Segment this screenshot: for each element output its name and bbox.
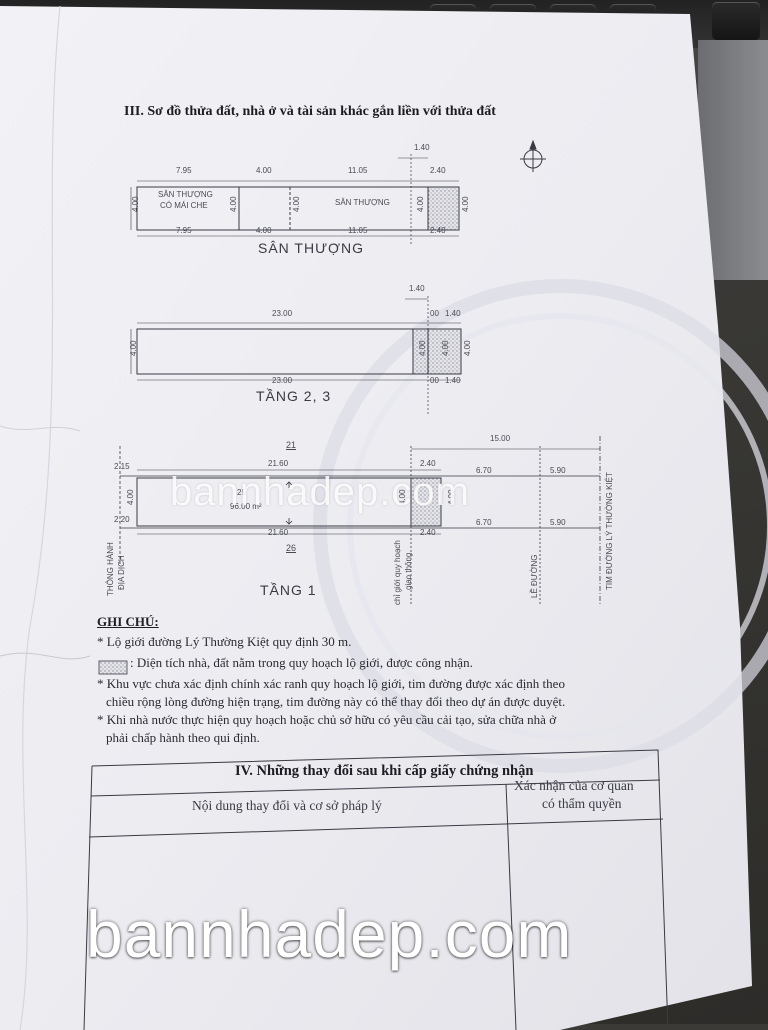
dim-label: 1.40 (445, 309, 461, 318)
floor-title-tang1: TẦNG 1 (260, 582, 317, 598)
dim-label: 4.00 (129, 340, 138, 356)
note-line: * Khi nhà nước thực hiện quy hoạch hoặc … (97, 712, 557, 727)
dim-label: 4.00 (416, 196, 425, 212)
dim-label: 7.95 (176, 166, 192, 175)
watermark-big: bannhadep.com (86, 897, 573, 971)
dim-label: 4.00 (292, 196, 301, 212)
room-label: SÂN THƯỢNG (335, 198, 390, 207)
dim-label: 4.00 (256, 226, 272, 235)
dim-label: 21.60 (268, 459, 289, 468)
room-label: CÓ MÁI CHE (160, 201, 208, 210)
page-drawing (0, 6, 768, 1030)
dim-label: 4.00 (441, 340, 450, 356)
legend-hatch-swatch (98, 660, 128, 675)
dim-label: 2.40 (430, 226, 446, 235)
dim-label: 00 (430, 309, 439, 318)
plot-number: 25 (237, 488, 246, 497)
paper-sheet (0, 6, 752, 1030)
note-line: : Diện tích nhà, đất nằm trong quy hoạch… (130, 655, 473, 670)
dim-label: 1.40 (445, 376, 461, 385)
road-label: chỉ giới quy hoạch (393, 540, 402, 605)
dim-label: 4.00 (131, 196, 140, 212)
dim-label: 1.40 (414, 143, 430, 152)
dim-label: 11.05 (348, 166, 368, 175)
dim-label: 23.00 (272, 376, 293, 385)
road-label: giao thông (404, 552, 413, 590)
tang1-plan (119, 436, 601, 606)
floor-title-tang23: TẦNG 2, 3 (256, 388, 332, 404)
section3-title: III. Sơ đồ thửa đất, nhà ở và tài sản kh… (124, 104, 496, 119)
note-line: phải chấp hành theo qui định. (106, 730, 260, 745)
north-arrow-icon (520, 139, 546, 172)
dim-label: 2.15 (114, 462, 130, 471)
road-label: THÔNG HÀNH (106, 542, 115, 596)
road-label: LỀ ĐƯỜNG (530, 554, 539, 598)
dim-label: 6.70 (476, 518, 492, 527)
road-label: TIM ĐƯỜNG LÝ THƯỜNG KIỆT (605, 472, 614, 590)
watermark-mid: bannhadep.com (170, 470, 470, 514)
floor-title-san-thuong: SÂN THƯỢNG (258, 240, 365, 256)
dim-label: 4.00 (418, 340, 427, 356)
dim-label: 2.40 (430, 166, 446, 175)
dim-label: 21.60 (268, 528, 289, 537)
dim-label: 4.00 (463, 340, 472, 356)
dim-label: 6.70 (476, 466, 492, 475)
dim-label: 4.00 (256, 166, 272, 175)
dim-label: 00 (430, 376, 439, 385)
room-label: SÂN THƯỢNG (158, 190, 213, 199)
note-line: chiều rộng lòng đường hiện trạng, tim đư… (106, 694, 566, 709)
dim-label: 23.00 (272, 309, 293, 318)
plot-number-bottom: 26 (286, 543, 297, 553)
certificate-page (0, 6, 768, 1030)
dim-label: 11.05 (348, 226, 368, 235)
dim-label: 4.00 (461, 196, 470, 212)
dim-label: 2.40 (420, 528, 436, 537)
dim-label: 1.40 (409, 284, 425, 293)
keyboard-key (712, 2, 760, 40)
dim-label: 5.90 (550, 518, 566, 527)
dim-label: 7.95 (176, 226, 192, 235)
plot-area: 96.00 m² (230, 502, 262, 511)
dim-label: 4.00 (229, 196, 238, 212)
notes-title: GHI CHÚ: (97, 614, 159, 629)
column-header-confirm-line2: có thẩm quyền (542, 796, 622, 811)
column-header-changes: Nội dung thay đổi và cơ sở pháp lý (192, 798, 382, 813)
note-line: * Khu vực chưa xác định chính xác ranh q… (97, 676, 565, 691)
dim-label: 2.40 (420, 459, 436, 468)
dim-label: 4.00 (126, 489, 135, 505)
changes-table-frame (83, 749, 669, 1030)
dim-label: 5.90 (550, 466, 566, 475)
san-thuong-plan (130, 154, 460, 246)
tang23-plan (130, 296, 462, 414)
note-line: * Lộ giới đường Lý Thường Kiệt quy định … (97, 634, 352, 649)
road-label: ĐỊA DỊCH (117, 555, 126, 590)
plot-number-top: 21 (286, 440, 297, 450)
column-header-confirm-line1: Xác nhận của cơ quan (514, 778, 634, 793)
section4-title: IV. Những thay đổi sau khi cấp giấy chứn… (235, 763, 534, 779)
dim-label: 15.00 (490, 434, 511, 443)
dim-label: 2.20 (114, 515, 130, 524)
